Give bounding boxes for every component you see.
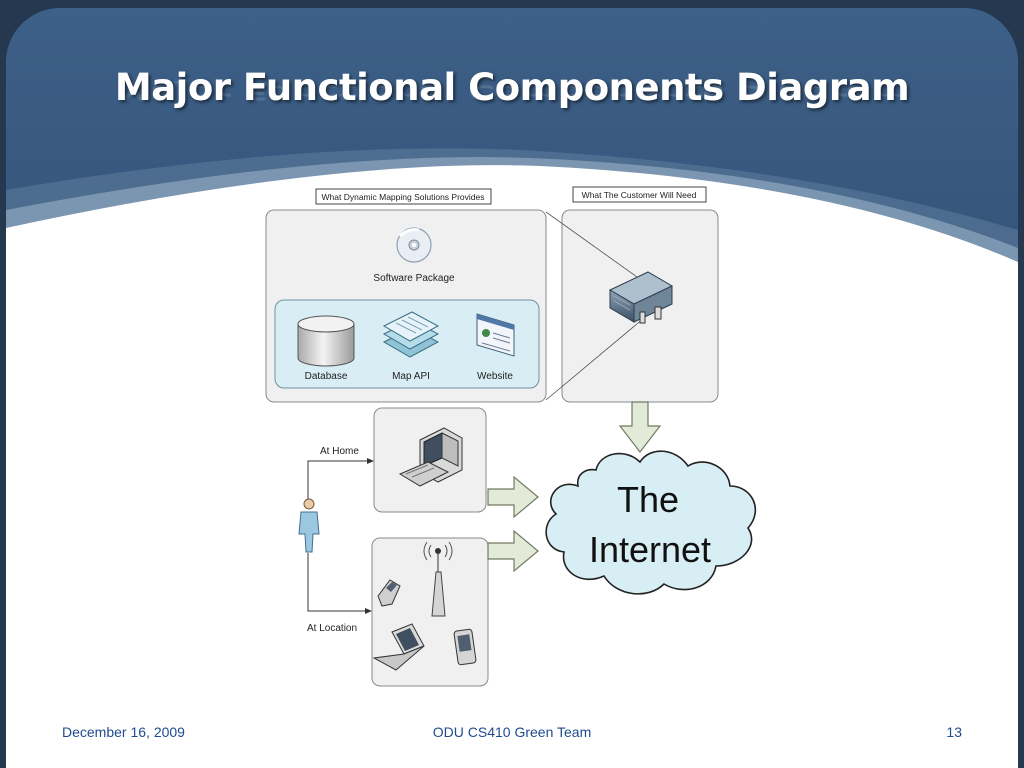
cloud-label-line2: Internet <box>589 529 711 570</box>
footer-team: ODU CS410 Green Team <box>432 724 592 740</box>
svg-text:What Dynamic Mapping Solutions: What Dynamic Mapping Solutions Provides <box>322 192 485 202</box>
database-icon <box>297 315 355 367</box>
at-home-label: At Home <box>320 446 359 457</box>
person-icon <box>298 498 320 553</box>
cd-icon <box>396 227 432 263</box>
svg-text:What The Customer Will Need: What The Customer Will Need <box>582 190 697 200</box>
home-route-line <box>307 460 370 499</box>
location-route-line <box>307 553 368 612</box>
website-icon <box>476 313 515 357</box>
page-title: Major Functional Components Diagram <box>114 66 910 109</box>
server-icon <box>608 271 674 324</box>
provider-header: What Dynamic Mapping Solutions Provides <box>315 188 492 205</box>
pda-icon <box>453 628 477 666</box>
location-to-internet-arrow <box>487 529 539 573</box>
map-api-icon <box>382 311 440 358</box>
database-label: Database <box>305 371 348 382</box>
laptop-icon <box>372 623 425 671</box>
cloud-icon <box>545 450 757 595</box>
software-package-label: Software Package <box>373 273 455 284</box>
antenna-tower-icon <box>423 541 453 617</box>
customer-header: What The Customer Will Need <box>572 186 707 203</box>
map-api-label: Map API <box>392 371 430 382</box>
desktop-computer-icon <box>398 427 463 487</box>
cloud-label-line1: The <box>617 479 679 520</box>
footer-date: December 16, 2009 <box>62 724 185 740</box>
at-location-label: At Location <box>307 623 357 634</box>
website-label: Website <box>477 371 513 382</box>
slide-number: 13 <box>946 724 962 740</box>
down-arrow <box>618 401 662 453</box>
home-to-internet-arrow <box>487 475 539 519</box>
cellphone-icon <box>377 579 401 607</box>
